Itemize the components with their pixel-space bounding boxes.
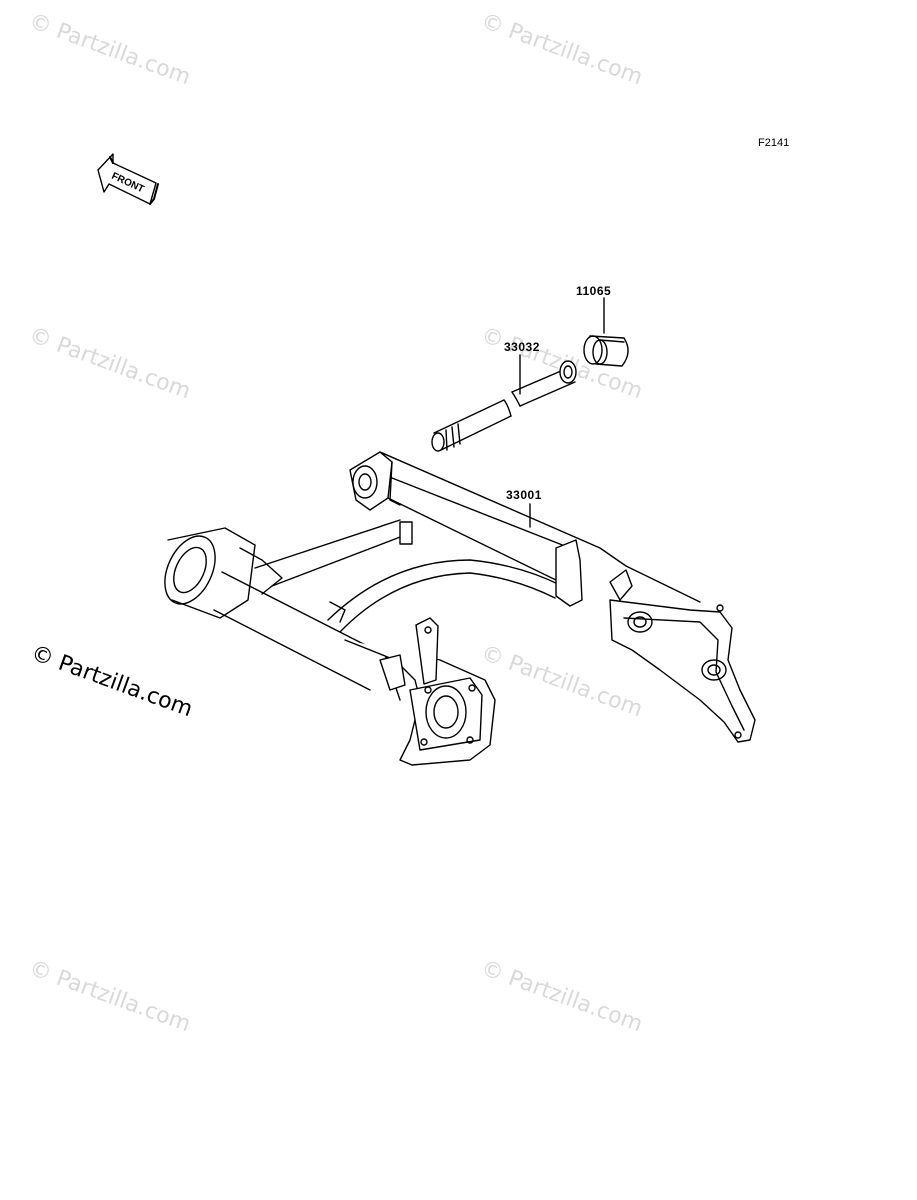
swingarm-33001 [164,451,756,766]
part-label-11065: 11065 [576,284,612,298]
part-label-33001: 33001 [506,488,542,502]
front-arrow-icon: FRONT [97,153,159,205]
part-label-33032: 33032 [504,340,540,354]
bushing-11065 [583,335,629,367]
pivot-shaft-33032 [431,360,577,452]
figure-code: F2141 [758,137,790,149]
